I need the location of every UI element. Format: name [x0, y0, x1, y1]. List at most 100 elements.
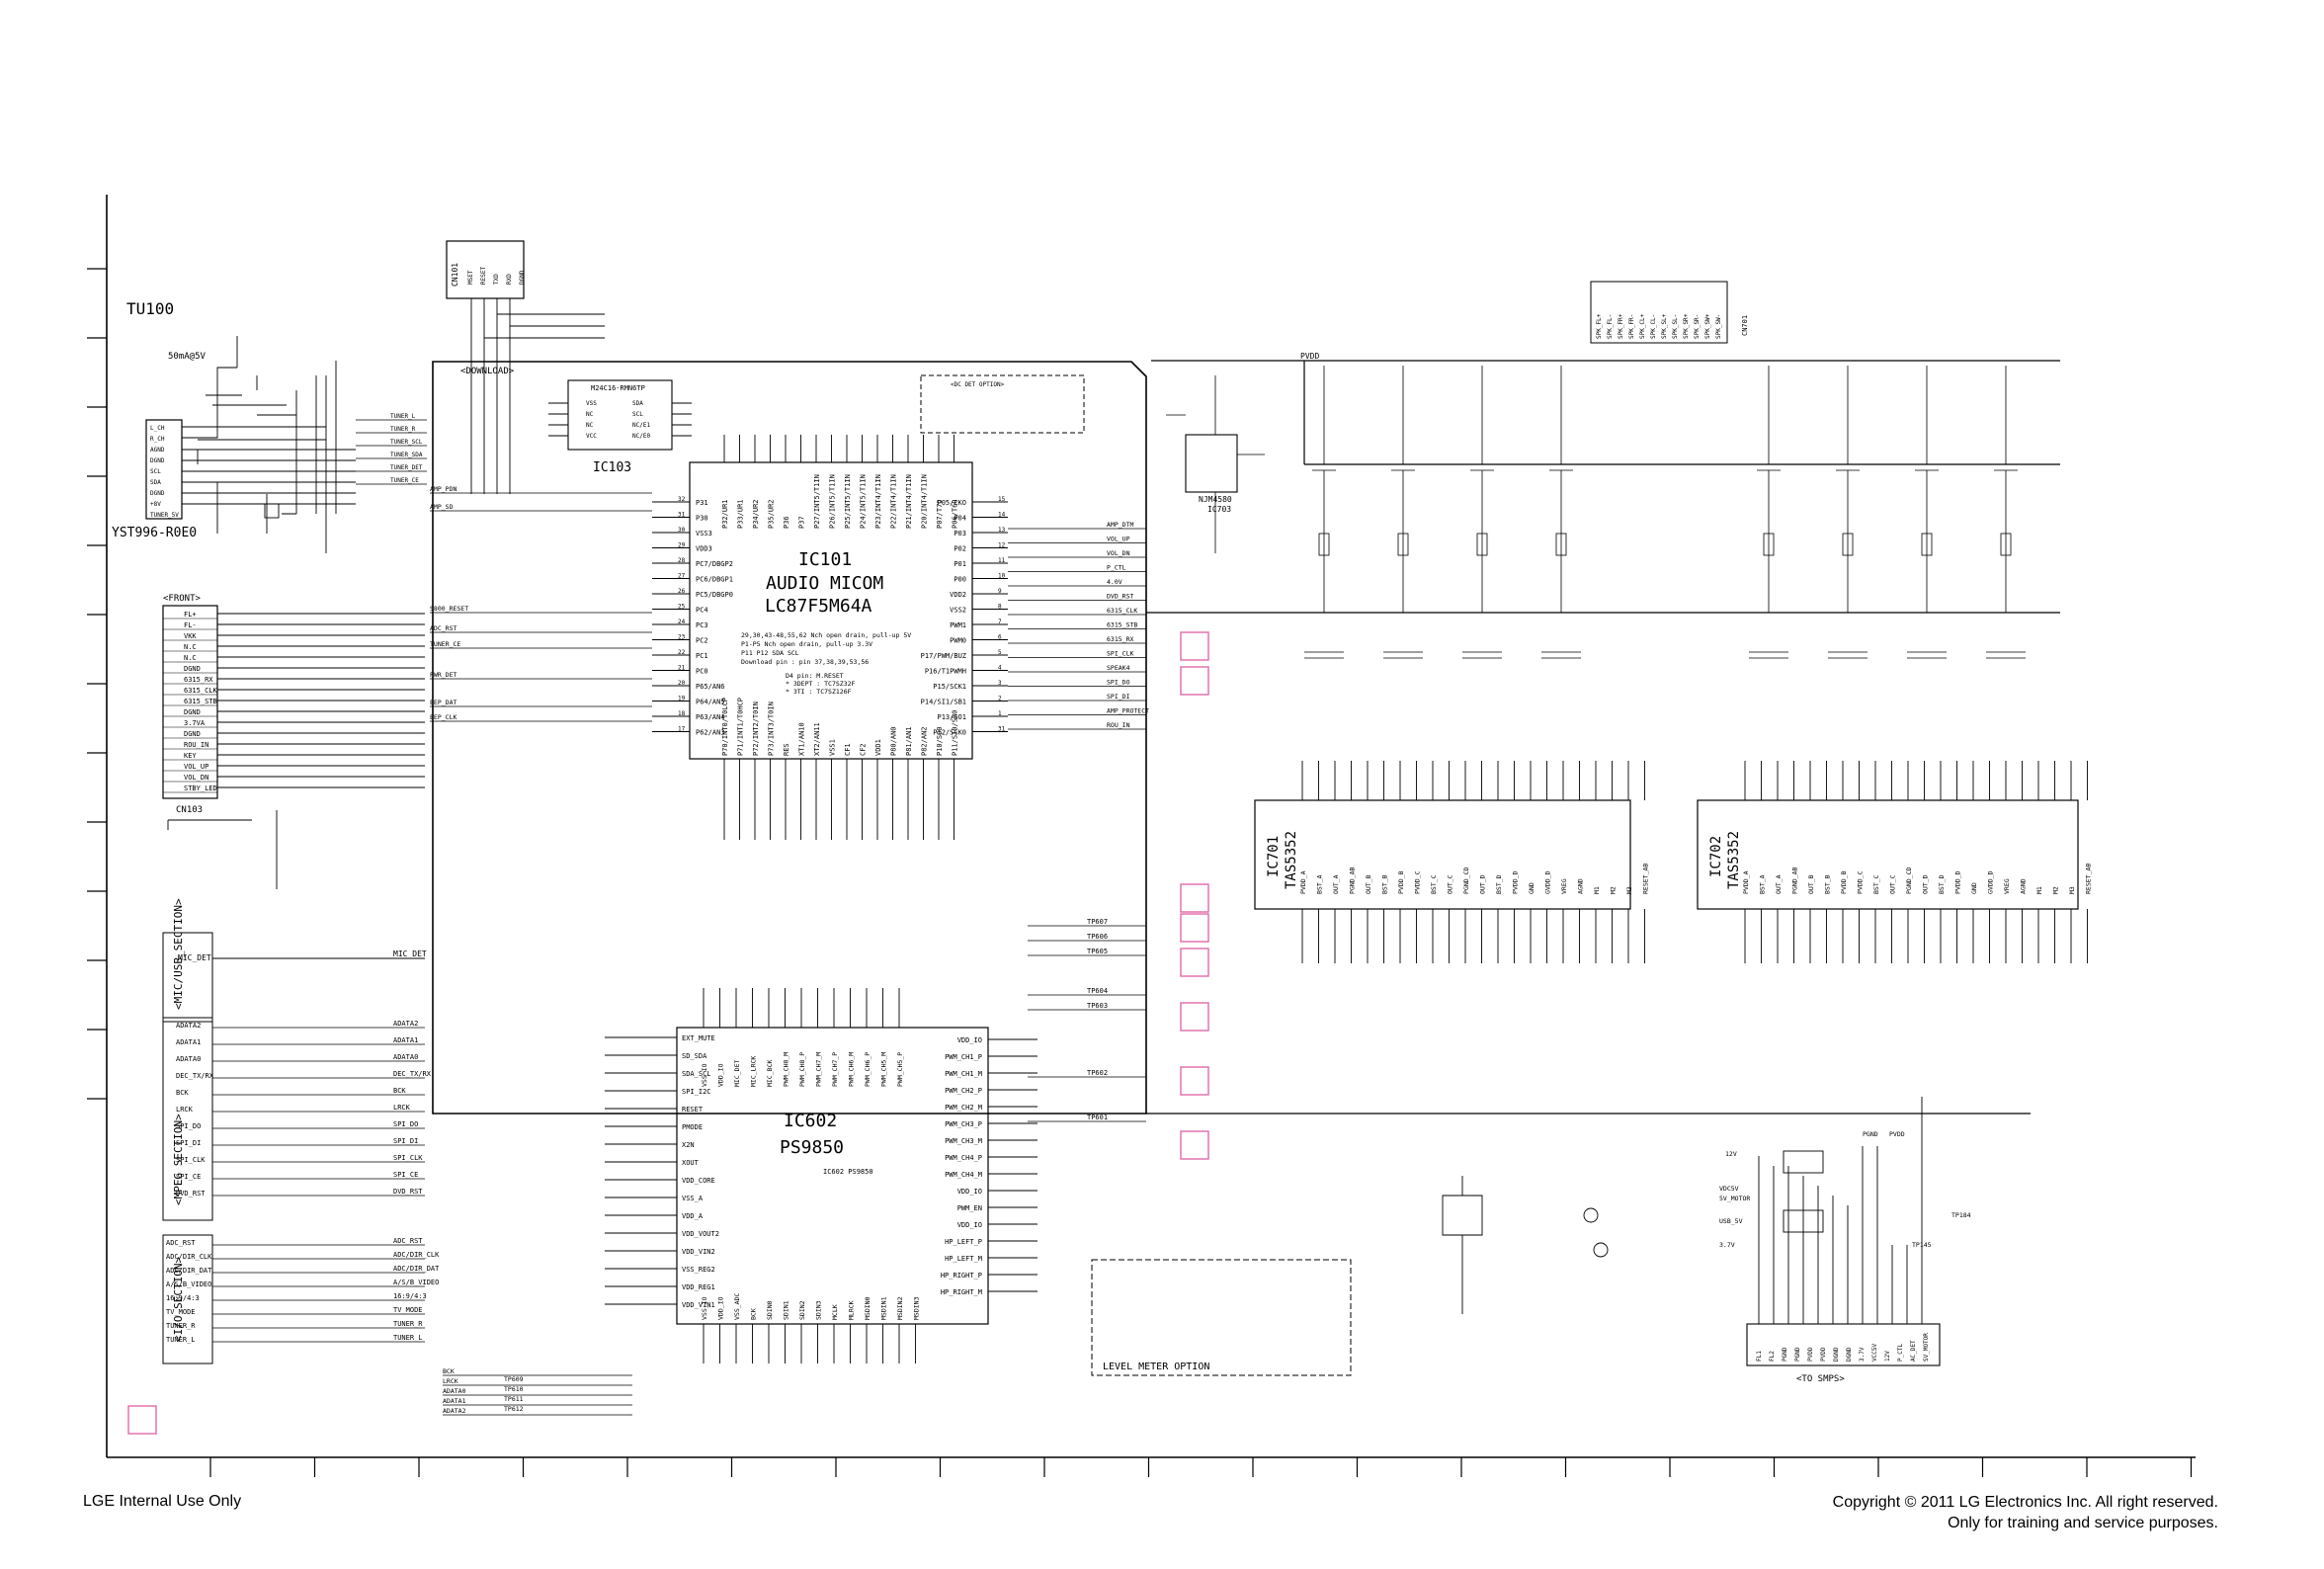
- ic101-right-pin: P04: [954, 515, 966, 523]
- ic101-bottom-pin: P11/SI0/SB0: [952, 710, 959, 756]
- mpeg-net-right: ADATA0: [393, 1053, 418, 1061]
- ic101-pin-number: 2: [998, 696, 1002, 702]
- tas5352-pin: PVDD_C: [1857, 870, 1865, 894]
- speaker-net-label: SPK_SW+: [1704, 313, 1711, 339]
- ic101-notes: 29,30,43-48,55,62 Nch open drain, pull-u…: [741, 631, 911, 666]
- ic101-top-pin: P35/UR2: [768, 499, 776, 529]
- ic602-left-pin: VDD_CORE: [682, 1177, 715, 1185]
- ic101-pin-number: 24: [678, 619, 686, 625]
- io-net-left: A/S/B_VIDEO: [166, 1280, 211, 1288]
- tu100-connector: [145, 419, 183, 520]
- ic101-left-pins: P3132P3031VSS330VDD329PC7/DBGP228PC6/DBG…: [652, 496, 733, 737]
- mpeg-net-left: DVD_RST: [176, 1190, 206, 1197]
- ic101-left-pin: P30: [696, 515, 708, 523]
- io-net-left: TUNER_R: [166, 1322, 196, 1330]
- front-pin-label: VOL_UP: [184, 763, 208, 771]
- smps-pin-label: DGND: [1846, 1347, 1853, 1362]
- power-net-label: TP184: [1951, 1211, 1971, 1219]
- ic602-left-pin: VDD_VOUT2: [682, 1230, 719, 1238]
- ic101-pin-number: 1: [998, 710, 1002, 717]
- ic101-pin-number: 4: [998, 665, 1002, 672]
- ic103-pin-label: SCL: [632, 411, 643, 418]
- tas5352-pin: M1: [1593, 886, 1601, 894]
- front-pin-label: ROU_IN: [184, 741, 208, 749]
- mpeg-net-left: LRCK: [176, 1106, 194, 1114]
- ic602-bottom-pin: BCK: [750, 1308, 758, 1320]
- ic602-bottom-pin: VSS_IO: [701, 1296, 708, 1320]
- ic101-top-pin: P34/UR2: [752, 499, 760, 529]
- bottom-net-label: BCK: [443, 1367, 455, 1375]
- micom-right-net: 4.0V: [1107, 578, 1122, 586]
- test-pad-marker: [1180, 666, 1209, 696]
- smps-pin-label: PGND: [1782, 1347, 1788, 1362]
- micom-right-net: VOL_DN: [1107, 549, 1130, 557]
- micom-right-net: P_CTL: [1107, 564, 1126, 572]
- ic602-bottom-pin: SDIN3: [815, 1300, 823, 1320]
- tas5352-pin: GVDD_D: [1544, 870, 1552, 894]
- ic602-left-pin: RESET: [682, 1106, 704, 1114]
- tas5352-pin: BST_A: [1316, 874, 1324, 894]
- ic602-right-pin: PWM_CH2_M: [945, 1104, 982, 1112]
- tas5352-pin: PVDD_A: [1742, 870, 1750, 894]
- ic602-left-pin: XOUT: [682, 1159, 700, 1167]
- speaker-net-label: SPK_FR-: [1628, 314, 1635, 339]
- ic101-bottom-pin: P71/INT1/T0HCP: [737, 698, 745, 756]
- ic101-left-pin: PC6/DBGP1: [696, 576, 733, 584]
- ic101-note: P1-P5 Nch open drain, pull-up 3.3V: [741, 640, 872, 648]
- ic103-pin-label: SDA: [632, 400, 643, 407]
- micom-right-net: AMP_DTM: [1107, 521, 1133, 529]
- ic101-pin-number: 32: [678, 496, 686, 503]
- ic101-top-pin: P25/INT5/T1IN: [844, 474, 852, 529]
- ic101-bottom-pin: P70/INT0/T0LCP: [721, 698, 729, 756]
- smps-pin-label: AC_DET: [1910, 1340, 1917, 1362]
- ic101-left-pin: PC7/DBGP2: [696, 560, 733, 568]
- ic602-right-pin: HP_RIGHT_M: [941, 1288, 982, 1296]
- test-pad-marker: [1180, 1002, 1209, 1032]
- speaker-connector: [1590, 281, 1728, 344]
- tuner-net-label: TUNER_CE: [390, 477, 419, 484]
- tu100-title: TU100: [126, 299, 174, 318]
- mpeg-net-right: SPI_CLK: [393, 1154, 423, 1162]
- ic101-part: LC87F5M64A: [765, 596, 872, 617]
- tu100-pin-label: DGND: [150, 457, 165, 464]
- front-wiring: [167, 613, 425, 889]
- tas5352-pin: GND: [1528, 882, 1536, 894]
- ic101-right-pin: P12/SCK0: [933, 729, 966, 737]
- ic101-left-pin: P62/AN3: [696, 729, 725, 737]
- tu100-pin-label: AGND: [150, 447, 165, 454]
- tas5352-pin: PVDD_B: [1397, 870, 1405, 894]
- io-net-right: 16:9/4:3: [393, 1292, 427, 1300]
- tas5352-pin: BST_D: [1495, 874, 1503, 894]
- tas5352-pin: PVDD_D: [1512, 870, 1520, 894]
- micom-right-net: SPEAK4: [1107, 664, 1130, 672]
- tu100-pin-label: R_CH: [150, 436, 165, 443]
- io-net-right: TUNER_L: [393, 1334, 423, 1342]
- ic101-pin-number: 13: [998, 527, 1006, 534]
- ic101-top-pin: P23/INT4/T1IN: [874, 474, 882, 529]
- mpeg-net-left: SPI_CLK: [176, 1156, 206, 1164]
- ic602-left-pin: VSS_REG2: [682, 1266, 715, 1274]
- front-pin-label: 6315_STB: [184, 698, 217, 705]
- smps-pin-label: SV_MOTOR: [1923, 1333, 1930, 1362]
- download-wiring: [470, 298, 605, 494]
- test-pad-marker: [1180, 913, 1209, 943]
- ic101-left-pin: VDD3: [696, 545, 712, 553]
- ic602-bottom-pin: MCLK: [831, 1304, 839, 1320]
- front-pin-label: 6315_CLK: [184, 687, 218, 695]
- ic101-right-pin: PWM0: [950, 637, 966, 645]
- ic602-bottom-pin: SDIN2: [798, 1300, 806, 1320]
- tu100-pin-label: DGND: [150, 490, 165, 497]
- ic101-option: D4 pin: M.RESET: [786, 672, 844, 680]
- front-pin-label: N.C: [184, 643, 197, 651]
- ic101-right-pin: P00: [954, 576, 966, 584]
- tas5352-pin: OUT_D: [1479, 874, 1487, 894]
- smps-pin-label: PVDD: [1807, 1347, 1814, 1362]
- ic602-left-pin: VDD_A: [682, 1212, 704, 1220]
- ic101-bottom-pin: CF1: [844, 743, 852, 756]
- front-pin-label: DGND: [184, 730, 201, 738]
- speaker-net-list: SPK_FL+SPK_FL-SPK_FR+SPK_FR-SPK_CL+SPK_C…: [1596, 313, 1722, 339]
- mpeg-net-right: SPI_DO: [393, 1120, 418, 1128]
